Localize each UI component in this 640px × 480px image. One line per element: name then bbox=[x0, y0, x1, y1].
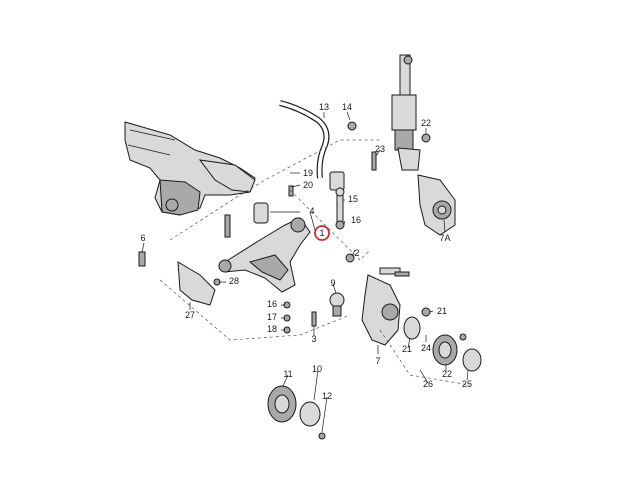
wishbone bbox=[218, 217, 311, 293]
brace bbox=[177, 261, 216, 306]
coupling-rod bbox=[335, 187, 345, 230]
callout-7a[interactable]: 7A bbox=[439, 233, 450, 243]
callout-2[interactable]: 2 bbox=[354, 248, 359, 258]
callout-23[interactable]: 23 bbox=[375, 144, 385, 154]
leader-lines bbox=[141, 111, 469, 433]
callout-7[interactable]: 7 bbox=[375, 356, 380, 366]
callout-17[interactable]: 17 bbox=[267, 312, 277, 322]
callout-3[interactable]: 3 bbox=[311, 334, 316, 344]
wheel-bearing-housing-lower bbox=[361, 267, 401, 346]
assembly-outlines bbox=[159, 139, 471, 386]
callout-4[interactable]: 4 bbox=[309, 206, 314, 216]
stabilizer-bar bbox=[279, 100, 357, 191]
callout-12[interactable]: 12 bbox=[322, 391, 332, 401]
highlight-ring bbox=[314, 225, 330, 241]
callout-9[interactable]: 9 bbox=[330, 278, 335, 288]
strut-assembly bbox=[391, 54, 421, 171]
callout-21-upper[interactable]: 21 bbox=[437, 306, 447, 316]
bushing bbox=[253, 202, 269, 224]
callout-24[interactable]: 24 bbox=[421, 343, 431, 353]
callout-16-upper[interactable]: 16 bbox=[351, 215, 361, 225]
hub-bearing-bottom bbox=[267, 385, 326, 440]
callout-16-lower[interactable]: 16 bbox=[267, 299, 277, 309]
callout-20[interactable]: 20 bbox=[303, 180, 313, 190]
ball-joint bbox=[329, 292, 345, 317]
callout-19[interactable]: 19 bbox=[303, 168, 313, 178]
callout-13[interactable]: 13 bbox=[319, 102, 329, 112]
callout-10[interactable]: 10 bbox=[312, 364, 322, 374]
hub-bearing-right bbox=[403, 316, 482, 372]
callout-22-lower[interactable]: 22 bbox=[442, 369, 452, 379]
callout-6[interactable]: 6 bbox=[140, 233, 145, 243]
callout-27[interactable]: 27 bbox=[185, 310, 195, 320]
callout-1[interactable]: 1 bbox=[319, 228, 324, 238]
callout-18[interactable]: 18 bbox=[267, 324, 277, 334]
callout-28[interactable]: 28 bbox=[229, 276, 239, 286]
callout-labels: 1 2 3 4 6 7A 9 10 11 12 13 14 15 16 16 1… bbox=[140, 102, 472, 401]
callout-14[interactable]: 14 bbox=[342, 102, 352, 112]
callout-25[interactable]: 25 bbox=[462, 379, 472, 389]
callout-21-lower[interactable]: 21 bbox=[402, 344, 412, 354]
callout-26[interactable]: 26 bbox=[423, 379, 433, 389]
wheel-bearing-housing-upper bbox=[417, 174, 456, 236]
callout-22-upper[interactable]: 22 bbox=[421, 118, 431, 128]
callout-15[interactable]: 15 bbox=[348, 194, 358, 204]
callout-11[interactable]: 11 bbox=[283, 369, 292, 379]
subframe bbox=[124, 121, 256, 216]
